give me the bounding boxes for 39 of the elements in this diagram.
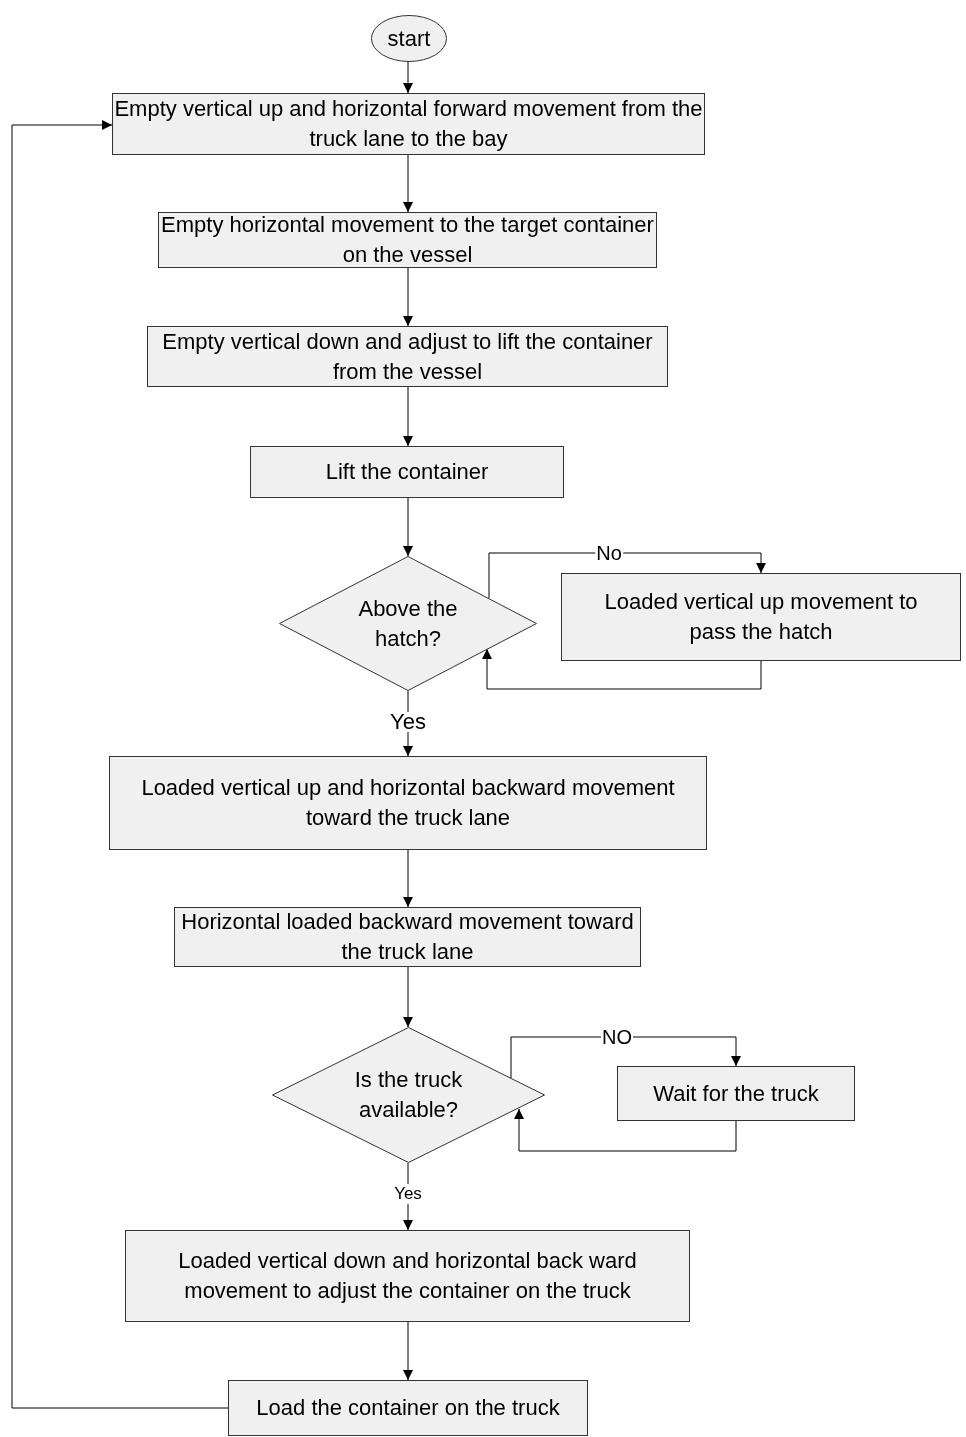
start-terminal (371, 15, 447, 62)
decision-diamond (279, 556, 537, 691)
arrow (403, 497, 413, 557)
process-box (109, 756, 707, 850)
step-text: Is the truck available? (353, 1066, 464, 1124)
arrow (403, 154, 413, 213)
process-box (250, 446, 564, 498)
arrow (403, 386, 413, 447)
edge-label: Yes (393, 1184, 423, 1204)
step-text: Empty vertical up and horizontal forward movement from the truck lane to the bay (113, 95, 704, 153)
process-box (561, 573, 961, 661)
decision-diamond (272, 1027, 545, 1163)
step-text: Loaded vertical up movement to pass the hatch (603, 588, 919, 646)
step-text: Loaded vertical down and horizontal back ward movement to adjust the container on the truck (177, 1247, 638, 1305)
arrow (403, 966, 413, 1028)
step-text: start (387, 24, 431, 53)
arrow (403, 1321, 413, 1381)
arrow (403, 849, 413, 908)
arrow (514, 1108, 737, 1152)
edge-label: Yes (389, 712, 427, 732)
step-text: Loaded vertical up and horizontal backward movement toward the truck lane (140, 774, 676, 832)
edge-label: No (595, 543, 623, 563)
step-text: Empty horizontal movement to the target container on the vessel (160, 211, 655, 269)
arrow (482, 648, 762, 690)
edge-label: NO (601, 1027, 633, 1047)
process-box (125, 1230, 690, 1322)
step-text: Horizontal loaded backward movement toward the truck lane (180, 908, 635, 966)
step-text: Load the container on the truck (256, 1394, 560, 1422)
arrow (403, 61, 413, 94)
arrow (11, 120, 229, 1409)
step-text: Empty vertical down and adjust to lift the container from the vessel (161, 327, 654, 386)
process-box (228, 1380, 588, 1436)
step-text: Wait for the truck (653, 1079, 819, 1108)
step-text: Lift the container (325, 458, 489, 486)
process-box (617, 1066, 855, 1121)
arrow (510, 1036, 741, 1079)
arrow (488, 552, 766, 599)
step-text: Above the hatch? (357, 594, 459, 653)
arrow (403, 267, 413, 327)
